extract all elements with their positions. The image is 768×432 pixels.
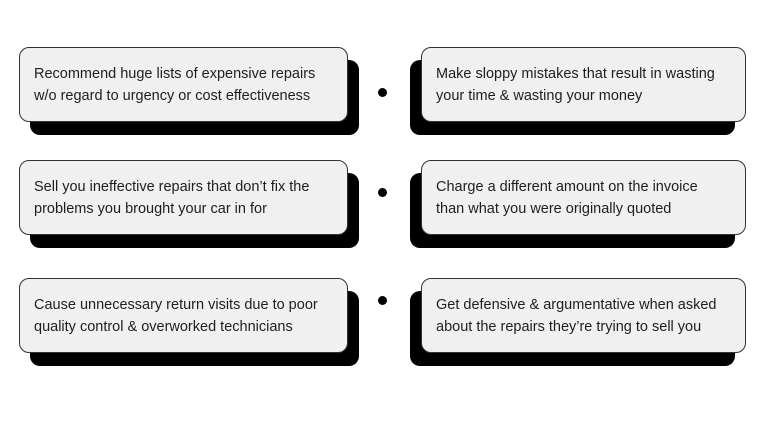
card-row2-right: Charge a different amount on the invoice… bbox=[421, 160, 746, 235]
bullet-dot bbox=[378, 188, 387, 197]
card-text-line: your time & wasting your money bbox=[436, 87, 643, 104]
card-row3-right: Get defensive & argumentative when asked… bbox=[421, 278, 746, 353]
bullet-dot bbox=[378, 296, 387, 305]
card-text-line: problems you brought your car in for bbox=[34, 200, 267, 217]
card-text-line: Recommend huge lists of expensive repair… bbox=[34, 65, 316, 82]
card-text-line: Charge a different amount on the invoice bbox=[436, 178, 698, 195]
card-row1-right: Make sloppy mistakes that result in wast… bbox=[421, 47, 746, 122]
card-text-line: quality control & overworked technicians bbox=[34, 318, 293, 335]
card-text-line: Cause unnecessary return visits due to p… bbox=[34, 296, 318, 313]
card-text-line: than what you were originally quoted bbox=[436, 200, 672, 217]
card-row3-left: Cause unnecessary return visits due to p… bbox=[19, 278, 348, 353]
card-row1-left: Recommend huge lists of expensive repair… bbox=[19, 47, 348, 122]
card-text-line: Get defensive & argumentative when asked bbox=[436, 296, 717, 313]
card-text-line: Sell you ineffective repairs that don’t … bbox=[34, 178, 310, 195]
card-text-line: w/o regard to urgency or cost effectiven… bbox=[34, 87, 311, 104]
bullet-dot bbox=[378, 88, 387, 97]
card-text-line: Make sloppy mistakes that result in wast… bbox=[436, 65, 715, 82]
card-row2-left: Sell you ineffective repairs that don’t … bbox=[19, 160, 348, 235]
card-text-line: about the repairs they’re trying to sell… bbox=[436, 318, 702, 335]
